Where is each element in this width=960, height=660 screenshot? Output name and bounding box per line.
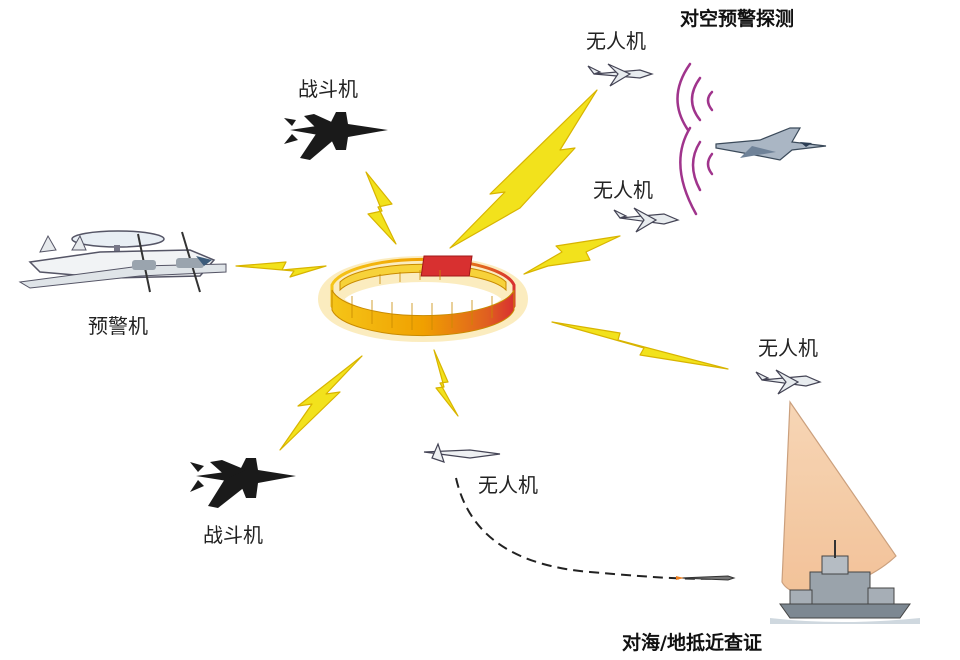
- link-uav-top: [449, 89, 598, 249]
- data-links: [235, 89, 729, 451]
- label-uav-right: 无人机: [758, 336, 818, 360]
- label-fighter-bottom: 战斗机: [203, 523, 263, 547]
- network-ring-icon: [318, 255, 528, 342]
- uav-icon-top: [587, 63, 654, 87]
- link-uav-bottom: [433, 349, 459, 417]
- label-uav-mid: 无人机: [593, 178, 653, 202]
- fighter-jet-icon-top: [284, 112, 388, 160]
- link-uav-mid: [523, 235, 621, 275]
- label-awacs: 预警机: [88, 314, 148, 338]
- label-sea-ground: 对海/地抵近查证: [622, 632, 762, 654]
- label-uav-bottom: 无人机: [478, 473, 538, 497]
- uav-icon-mid: [613, 207, 680, 233]
- label-uav-top: 无人机: [586, 29, 646, 53]
- radar-wave-icon: [676, 62, 714, 216]
- missile-icon: [676, 575, 736, 581]
- uav-icon-right: [755, 369, 822, 395]
- uav-icon-bottom: [423, 442, 501, 463]
- label-air-warning: 对空预警探测: [680, 8, 795, 30]
- link-awacs: [235, 261, 327, 278]
- warship-icon: [770, 540, 920, 624]
- link-uav-right: [551, 321, 729, 370]
- fighter-jet-icon-bottom: [190, 458, 296, 508]
- label-fighter-top: 战斗机: [298, 77, 358, 101]
- link-fighter-top: [365, 171, 397, 245]
- enemy-fighter-icon: [715, 127, 827, 161]
- awacs-aircraft-icon: [18, 230, 227, 293]
- link-fighter-bottom: [279, 355, 363, 451]
